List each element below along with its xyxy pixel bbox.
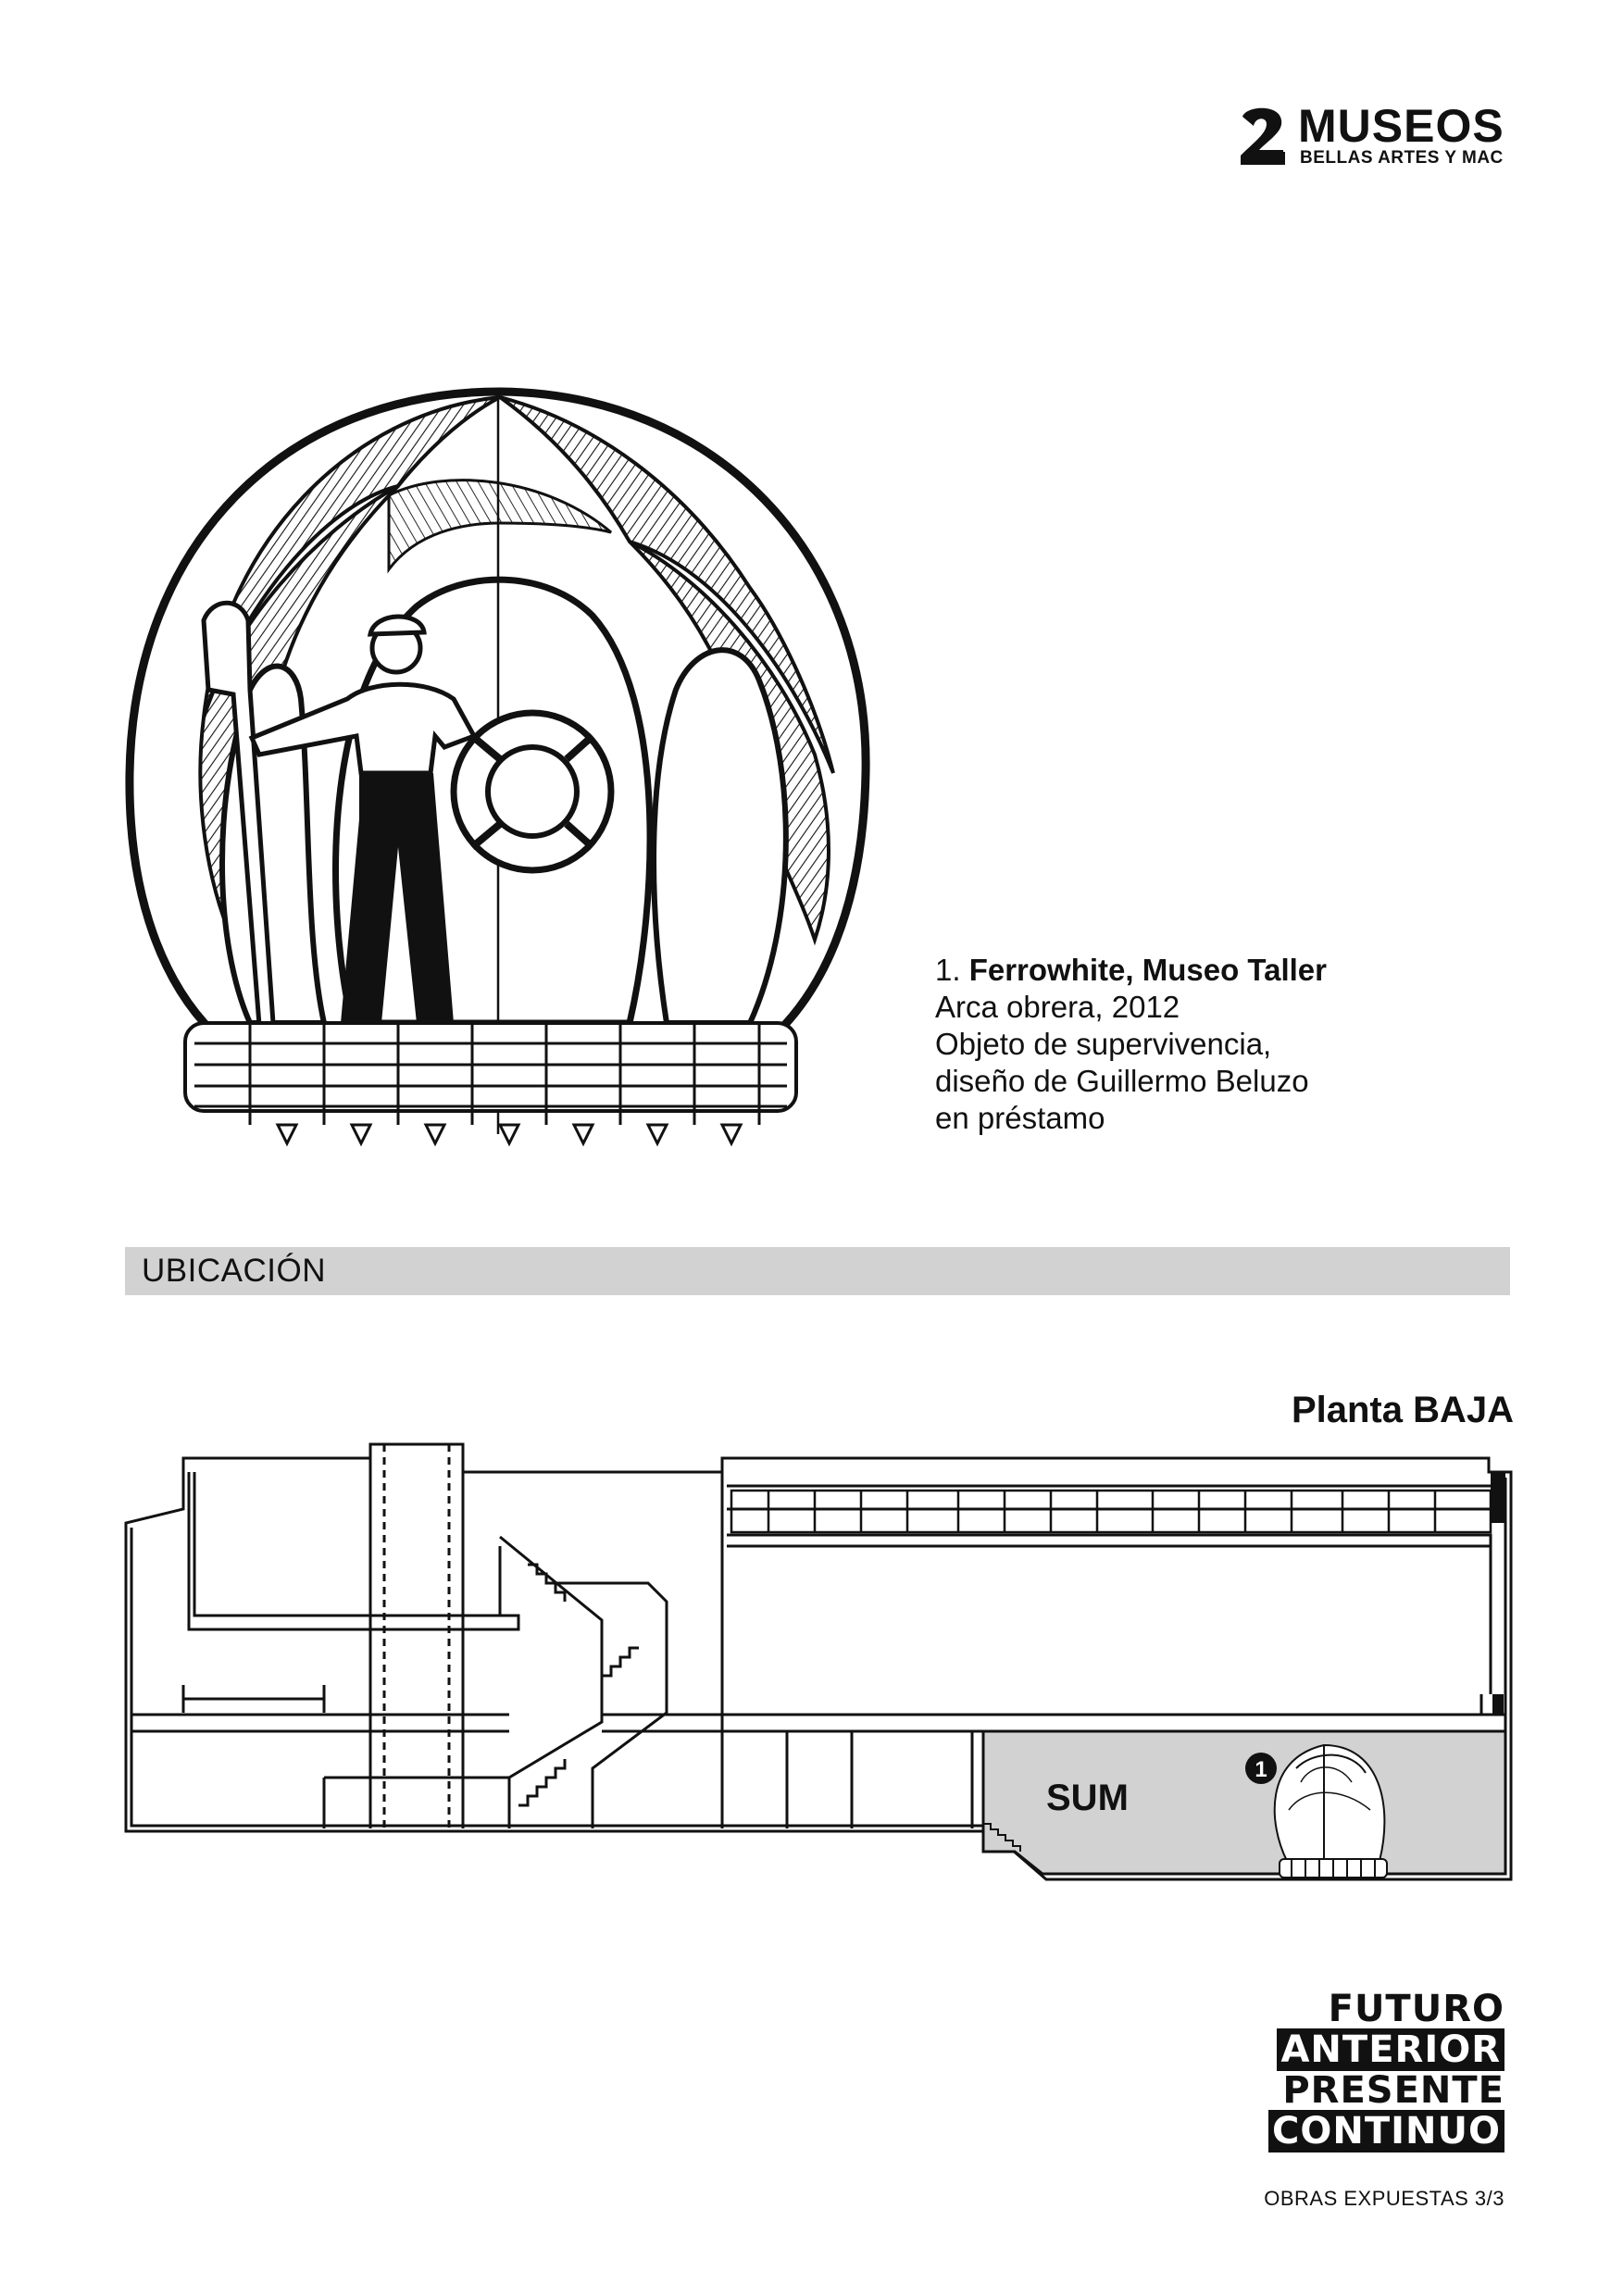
caption-heading: 1. Ferrowhite, Museo Taller — [935, 952, 1327, 989]
artwork-description-2: diseño de Guillermo Beluzo — [935, 1064, 1309, 1098]
arca-obrera-illustration — [125, 387, 870, 1147]
logo-subtitle: BELLAS ARTES Y MAC — [1300, 148, 1504, 168]
artwork-number: 1. — [935, 953, 961, 987]
sum-room-label: SUM — [1046, 1778, 1129, 1818]
title-word-anterior: ANTERIOR — [1180, 2028, 1504, 2071]
location-section-bar: UBICACIÓN — [125, 1247, 1510, 1295]
floor-plan: SUM 1 — [124, 1442, 1513, 1881]
logo-title: MUSEOS — [1298, 100, 1504, 152]
title-word-futuro: FUTURO — [1328, 1988, 1504, 2030]
artwork-description-1: Objeto de supervivencia, — [935, 1027, 1272, 1061]
exhibition-title-block: FUTURO ANTERIOR PRESENTE CONTINUO — [1180, 1989, 1504, 2152]
number-two-logo-mark — [1241, 107, 1285, 165]
bottle-base — [183, 1021, 798, 1113]
artwork-author: Ferrowhite, Museo Taller — [968, 953, 1328, 987]
artwork-caption: 1. Ferrowhite, Museo Taller Arca obrera,… — [935, 952, 1327, 1137]
page-indicator: OBRAS EXPUESTAS 3/3 — [1264, 2187, 1504, 2210]
artwork-status: en préstamo — [935, 1101, 1105, 1135]
artwork-location-marker — [1245, 1753, 1277, 1784]
artwork-title-year: Arca obrera, 2012 — [935, 990, 1180, 1024]
title-word-continuo: CONTINUO — [1180, 2110, 1504, 2152]
museos-logo: MUSEOS BELLAS ARTES Y MAC — [1237, 100, 1515, 170]
arca-mini-icon — [1273, 1743, 1388, 1879]
floor-title: Planta BAJA — [1291, 1390, 1514, 1430]
artwork-location-marker-number: 1 — [1255, 1757, 1267, 1782]
location-section-label: UBICACIÓN — [142, 1253, 326, 1289]
title-word-presente: PRESENTE — [1282, 2069, 1504, 2112]
